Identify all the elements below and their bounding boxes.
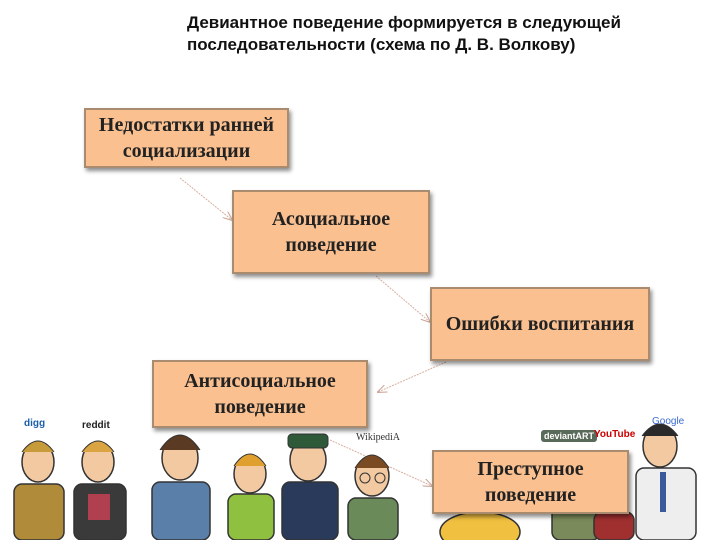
box-antisocial-behavior: Антисоциальное поведение [152, 360, 368, 428]
cartoon-person [347, 454, 399, 540]
cartoon-person [281, 433, 339, 540]
cartoon-person [151, 434, 211, 540]
slide-title: Девиантное поведение формируется в следу… [187, 13, 621, 54]
box-label: Недостатки ранней социализации [98, 114, 275, 162]
cartoon-person [13, 440, 65, 540]
box-criminal-behavior: Преступное поведение [432, 450, 629, 514]
box-early-socialization-deficits: Недостатки ранней социализации [84, 108, 289, 168]
cartoon-mascot [439, 511, 521, 540]
arrow-1 [179, 177, 232, 220]
youtube-logo: YouTube [594, 429, 636, 440]
digg-logo: digg [24, 418, 46, 429]
cartoon-crowd-illustration [13, 423, 697, 540]
box-label: Антисоциальное поведение [184, 370, 336, 418]
reddit-logo: reddit [82, 420, 110, 431]
box-label: Преступное поведение [477, 458, 584, 506]
box-upbringing-errors: Ошибки воспитания [430, 287, 650, 361]
box-label: Ошибки воспитания [445, 313, 635, 335]
box-asocial-behavior: Асоциальное поведение [232, 190, 430, 274]
cartoon-person [635, 423, 697, 540]
arrow-3 [378, 361, 447, 392]
box-label: Асоциальное поведение [271, 208, 391, 256]
wikipedia-logo: WikipediA [356, 432, 401, 443]
google-logo: Google [652, 416, 685, 427]
arrow-2 [375, 275, 430, 322]
cartoon-person [227, 453, 275, 540]
deviantart-logo: deviantART [541, 430, 598, 442]
cartoon-person [73, 440, 127, 540]
